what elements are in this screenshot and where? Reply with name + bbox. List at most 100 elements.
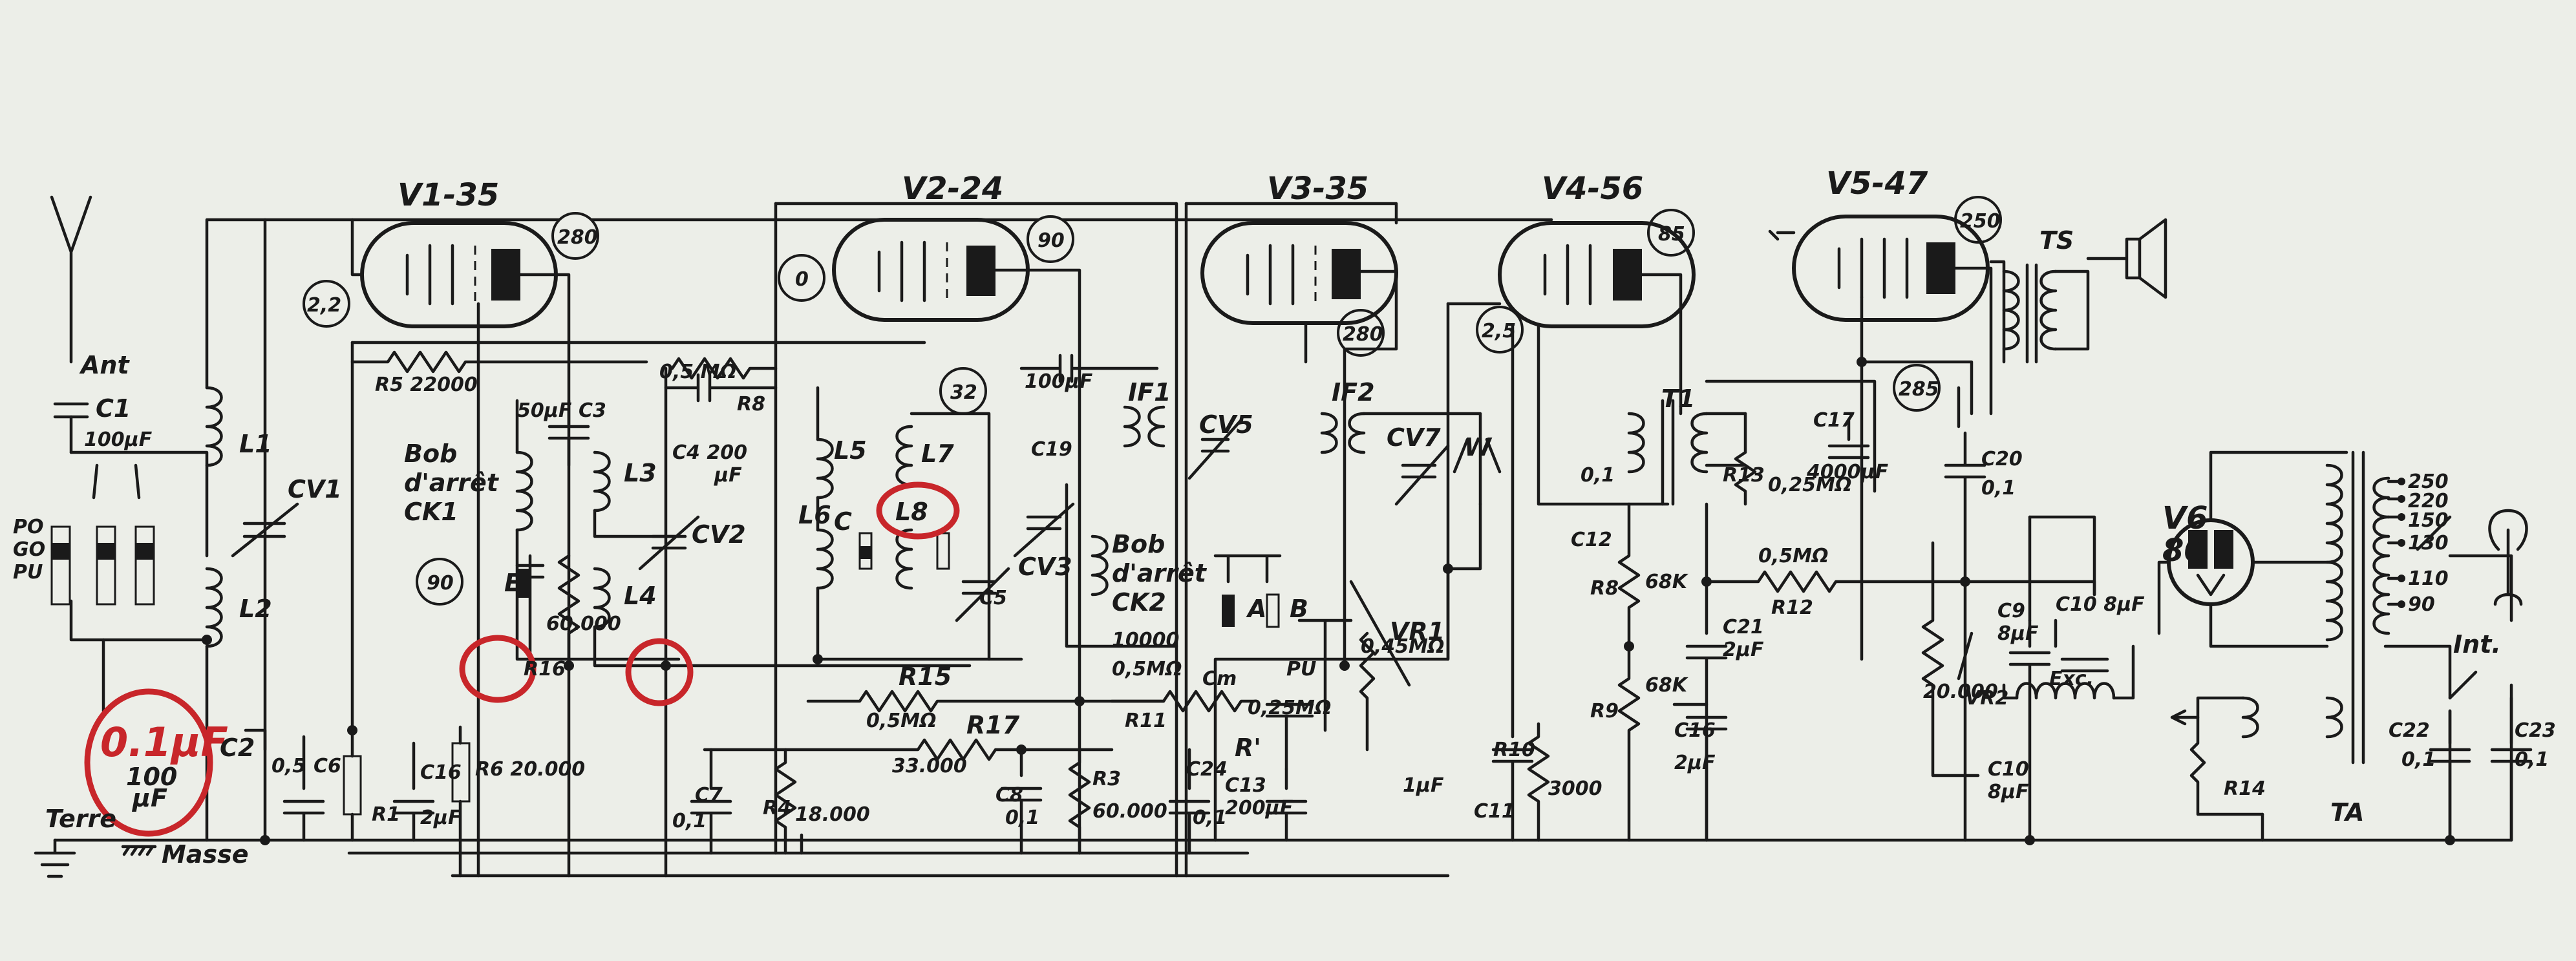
- label-c17-val: 4000μF: [1806, 461, 1889, 483]
- label-l1: L1: [239, 430, 272, 458]
- label-r17: R17: [966, 711, 1020, 739]
- label-r8b-val: 68K: [1645, 571, 1689, 593]
- label-vr2-val: 20.000: [1923, 681, 1998, 703]
- label-cv2: CV2: [692, 520, 746, 549]
- junctions: [202, 357, 2455, 845]
- label-pu-sw: PU: [1286, 658, 1316, 681]
- voltage-circles: [303, 196, 2002, 606]
- osc-voltage: 90: [427, 572, 454, 595]
- tube-v5-label: V5-47: [1826, 165, 1928, 202]
- label-r3-val: 60.000: [1092, 800, 1167, 823]
- label-c22-val: 0,1: [2401, 748, 2436, 771]
- label-vr2: VR2: [1965, 687, 2008, 710]
- label-c13: C13: [1225, 774, 1266, 797]
- tube-v6-type: 80: [2162, 533, 2206, 569]
- label-v130: 130: [2408, 532, 2449, 554]
- label-vr1: VR1: [1390, 617, 1445, 646]
- label-c23-val: 0,1: [2515, 748, 2549, 771]
- tube-v2: [774, 202, 1178, 878]
- power-supply: [1705, 450, 2533, 842]
- v4-plate-voltage: 85: [1658, 223, 1685, 246]
- label-int: Int.: [2453, 630, 2501, 659]
- tube-v4-label: V4-56: [1542, 171, 1643, 207]
- label-c4-unit: μF: [714, 464, 742, 487]
- label-r16-60000: 60.000: [546, 613, 621, 635]
- label-ta: TA: [2330, 798, 2364, 827]
- label-c20: C20: [1981, 448, 2023, 470]
- tube-v5: [1768, 215, 2006, 842]
- label-c24: C24: [1186, 758, 1228, 781]
- annotation-line3: μF: [131, 784, 167, 812]
- label-c6-val: 0,5: [271, 755, 306, 777]
- v2-cathode-voltage: 0: [795, 268, 809, 291]
- tube-v3: [1184, 202, 1398, 878]
- label-r10-val: 3000: [1548, 777, 1602, 800]
- output-transformer: [2002, 218, 2167, 364]
- label-c9: C9: [1997, 600, 2025, 622]
- t1-transformer: [1617, 379, 1877, 842]
- label-c16b-val: 2μF: [1674, 752, 1716, 774]
- label-bob1: Bob: [404, 439, 457, 468]
- label-cv3: CV3: [1018, 553, 1072, 581]
- tube-v2-label: V2-24: [902, 171, 1003, 207]
- label-r9-val: 68K: [1645, 674, 1689, 697]
- label-b: B: [1290, 595, 1308, 623]
- v1-cathode-voltage: 2,2: [307, 294, 341, 317]
- red-annotations: 0.1μF 100 μF: [84, 481, 960, 837]
- label-bob-ck2-3: CK2: [1112, 588, 1166, 617]
- label-c19: C19: [1031, 438, 1072, 461]
- tube-v1-label: V1-35: [398, 177, 499, 213]
- label-r10: R10: [1493, 739, 1535, 761]
- label-r11-val2: 0,5MΩ: [1112, 658, 1182, 681]
- annotation-line2: 100: [126, 763, 177, 791]
- label-cv5: CV5: [1199, 410, 1253, 439]
- label-bob-ck2-1: Bob: [1112, 530, 1165, 558]
- label-r1: R1: [372, 803, 400, 826]
- tube-labels: V1-35 V2-24 V3-35 V4-56 V5-47 V6 80 2,2 …: [307, 165, 2208, 595]
- label-l4: L4: [624, 582, 657, 610]
- label-cm: Cm: [1202, 668, 1237, 690]
- label-c7: C7: [695, 784, 723, 807]
- if1-transformer: [1013, 354, 1243, 648]
- label-c11: C11: [1474, 800, 1515, 823]
- label-v110: 110: [2408, 567, 2449, 590]
- label-c9-val: 8μF: [1997, 622, 2039, 645]
- label-t1: T1: [1661, 385, 1695, 413]
- label-l2: L2: [239, 595, 272, 623]
- label-l8: L8: [895, 498, 928, 526]
- label-c5: C5: [979, 587, 1007, 609]
- label-exc: Exc.: [2049, 668, 2094, 690]
- label-r3: R3: [1092, 768, 1121, 790]
- label-r11-val: 10000: [1112, 629, 1179, 651]
- v2-plate-voltage: 90: [1038, 229, 1065, 252]
- label-w: W: [1464, 433, 1493, 461]
- label-r5: R5 22000: [375, 374, 478, 396]
- label-l5: L5: [834, 436, 867, 465]
- label-v90: 90: [2408, 593, 2435, 616]
- label-r4-val: 18.000: [795, 803, 870, 826]
- v1-plate-voltage: 280: [557, 226, 598, 249]
- label-v250: 250: [2408, 470, 2449, 493]
- label-c4: C4 200: [672, 441, 747, 464]
- label-c10: C10: [1988, 758, 2029, 781]
- label-e: E: [504, 569, 521, 597]
- label-if1: IF1: [1128, 378, 1171, 407]
- label-r-prime: R': [1235, 734, 1261, 762]
- label-c22: C22: [2389, 719, 2430, 742]
- oscillator-section: [515, 357, 972, 878]
- label-c10-top: C10 8μF: [2056, 593, 2145, 616]
- label-terre: Terre: [45, 805, 116, 833]
- label-r17-val: 33.000: [892, 755, 967, 777]
- label-r6: R6 20.000: [475, 758, 585, 781]
- component-labels: Ant C1 100μF PO GO PU L1 L2 CV1 C2 Terre…: [13, 226, 2556, 869]
- label-r-025: 0,25MΩ: [1248, 697, 1331, 719]
- v3-screen-voltage: 32: [950, 381, 977, 404]
- label-c11-val: 1μF: [1403, 774, 1444, 797]
- label-if2: IF2: [1332, 378, 1375, 407]
- label-c16b: C16: [1674, 719, 1716, 742]
- label-r9: R9: [1590, 700, 1619, 723]
- v5-plate-voltage: 250: [1960, 210, 2001, 233]
- label-r11: R11: [1125, 710, 1167, 732]
- label-ant: Ant: [79, 351, 130, 379]
- tube-v3-label: V3-35: [1267, 171, 1368, 207]
